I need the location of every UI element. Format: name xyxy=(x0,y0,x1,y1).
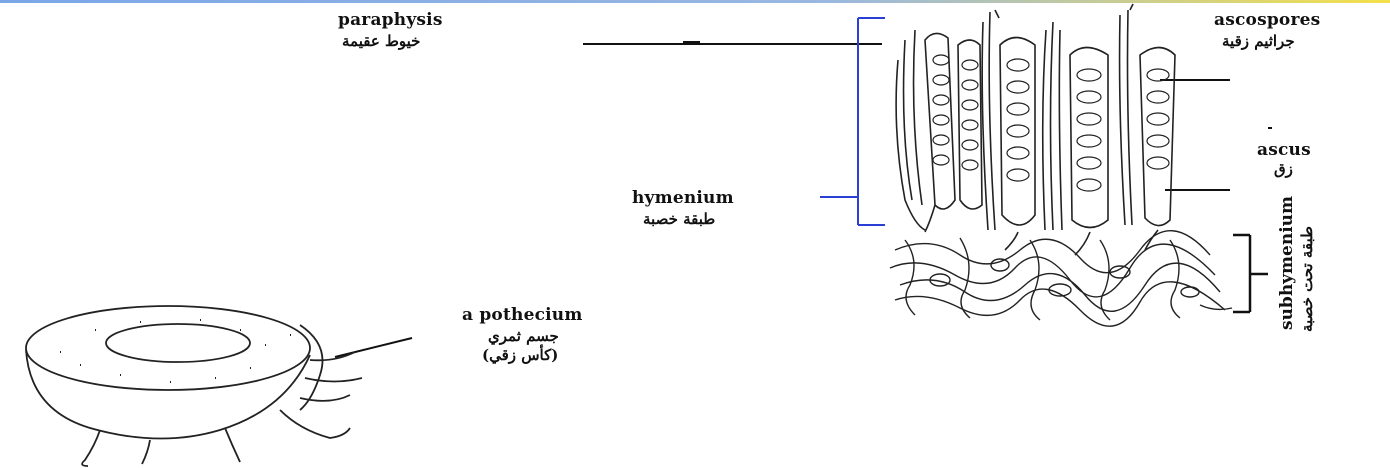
apothecium-label: a pothecium xyxy=(462,305,583,325)
apothecium-illustration xyxy=(26,306,362,466)
ascospores-label: ascospores xyxy=(1214,10,1320,30)
paraphysis-arabic-label: خيوط عقيمة xyxy=(342,32,420,50)
subhymenium-arabic-label: طبقة تحت خصبة xyxy=(1298,226,1316,332)
apothecium-arabic-label-1: جسم ثمري xyxy=(488,327,559,345)
subhymenium-label: subhymenium xyxy=(1277,196,1297,330)
apothecium-arabic-label-2: (كأس زقي) xyxy=(482,346,558,364)
subhymenium-illustration xyxy=(890,231,1232,327)
hymenium-label: hymenium xyxy=(632,188,734,208)
ascospores-arabic-label: جراثيم زقية xyxy=(1222,32,1295,50)
apothecium-leader-line xyxy=(335,338,412,357)
ascus-label: ascus xyxy=(1257,140,1311,160)
hymenium-illustration xyxy=(896,4,1175,255)
subhymenium-bracket xyxy=(1233,235,1268,312)
paraphysis-label: paraphysis xyxy=(338,10,443,30)
hymenium-bracket xyxy=(820,18,885,225)
hymenium-arabic-label: طبقة خصبة xyxy=(643,210,715,228)
ascus-arabic-label: زق xyxy=(1274,160,1293,178)
